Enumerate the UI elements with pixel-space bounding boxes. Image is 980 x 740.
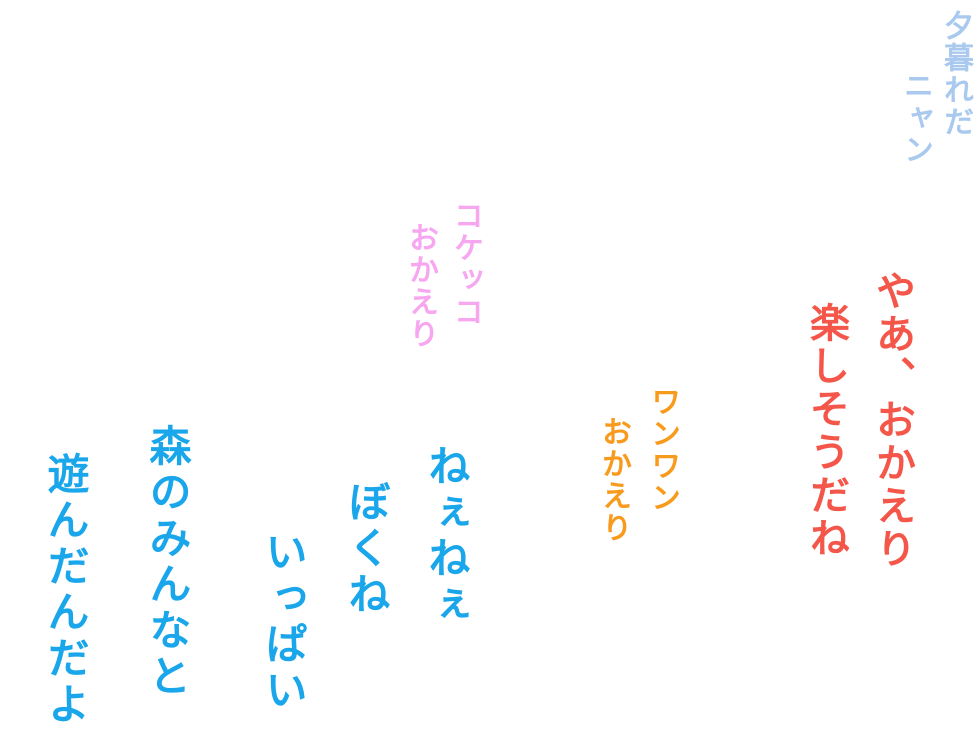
kid-line-5: 遊んだんだよ bbox=[41, 452, 90, 728]
kid-line-4: 森のみんなと bbox=[143, 424, 192, 700]
cat-line-1: 夕暮れだ bbox=[938, 10, 973, 138]
dog-line-1: ワンワン bbox=[645, 386, 680, 514]
cat-line-2: ニャン bbox=[898, 70, 933, 166]
dog-line-2: おかえり bbox=[596, 416, 631, 544]
main-line-2: 楽しそうだね bbox=[803, 302, 849, 560]
rooster-line-1: コケッコ bbox=[448, 200, 483, 328]
main-line-1: やあ、おかえり bbox=[869, 270, 915, 571]
kid-line-1: ねぇねぇ bbox=[422, 444, 471, 628]
kid-line-2: ぼくね bbox=[342, 480, 391, 618]
kid-line-3: いっぱい bbox=[259, 530, 308, 714]
rooster-line-2: おかえり bbox=[403, 222, 438, 350]
